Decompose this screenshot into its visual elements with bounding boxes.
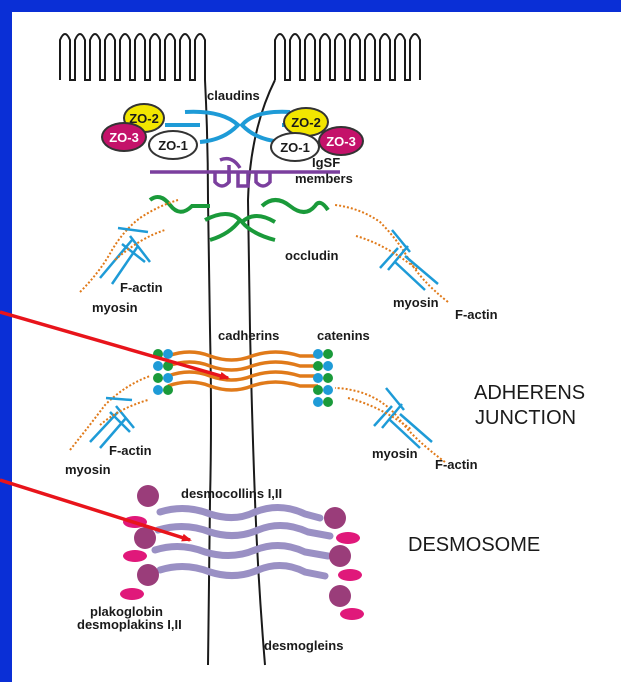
pointer-arrow-adherens <box>0 312 228 378</box>
label-cadherins: cadherins <box>218 329 279 343</box>
label-factin-lower-right: F-actin <box>435 458 478 472</box>
label-myosin-lower-right: myosin <box>372 447 418 461</box>
title-desmosome: DESMOSOME <box>408 533 540 557</box>
label-igsf-members: members <box>295 172 353 186</box>
label-catenins: catenins <box>317 329 370 343</box>
zo1-left: ZO-1 <box>148 130 198 160</box>
label-factin-lower-left: F-actin <box>109 444 152 458</box>
cadherin-strands <box>168 352 318 390</box>
occludin-strands <box>150 197 328 240</box>
label-desmogleins: desmogleins <box>264 639 343 653</box>
actin-myosin-upper-right <box>335 205 448 302</box>
label-igsf: IgSF <box>312 156 340 170</box>
label-factin-upper-left: F-actin <box>120 281 163 295</box>
label-claudins: claudins <box>207 89 260 103</box>
label-desmocollins: desmocollins I,II <box>181 487 282 501</box>
desmocollin-desmoglein-strands <box>155 507 330 576</box>
label-myosin-upper-left: myosin <box>92 301 138 315</box>
microvilli-right <box>275 34 420 80</box>
actin-myosin-upper-left <box>80 200 178 292</box>
plakoglobin-desmoplakin-right <box>324 507 364 620</box>
label-myosin-lower-left: myosin <box>65 463 111 477</box>
label-factin-upper-right: F-actin <box>455 308 498 322</box>
label-myosin-upper-right: myosin <box>393 296 439 310</box>
label-desmoplakins: desmoplakins I,II <box>77 618 182 632</box>
plakoglobin-desmoplakin-left <box>120 485 159 600</box>
title-adherens-line1: ADHERENS <box>474 381 585 405</box>
microvilli-left <box>60 34 205 80</box>
zo3-left: ZO-3 <box>101 122 147 152</box>
actin-myosin-lower-left <box>70 376 150 450</box>
label-occludin: occludin <box>285 249 338 263</box>
title-adherens-line2: JUNCTION <box>475 406 576 430</box>
zo3-right: ZO-3 <box>318 126 364 156</box>
